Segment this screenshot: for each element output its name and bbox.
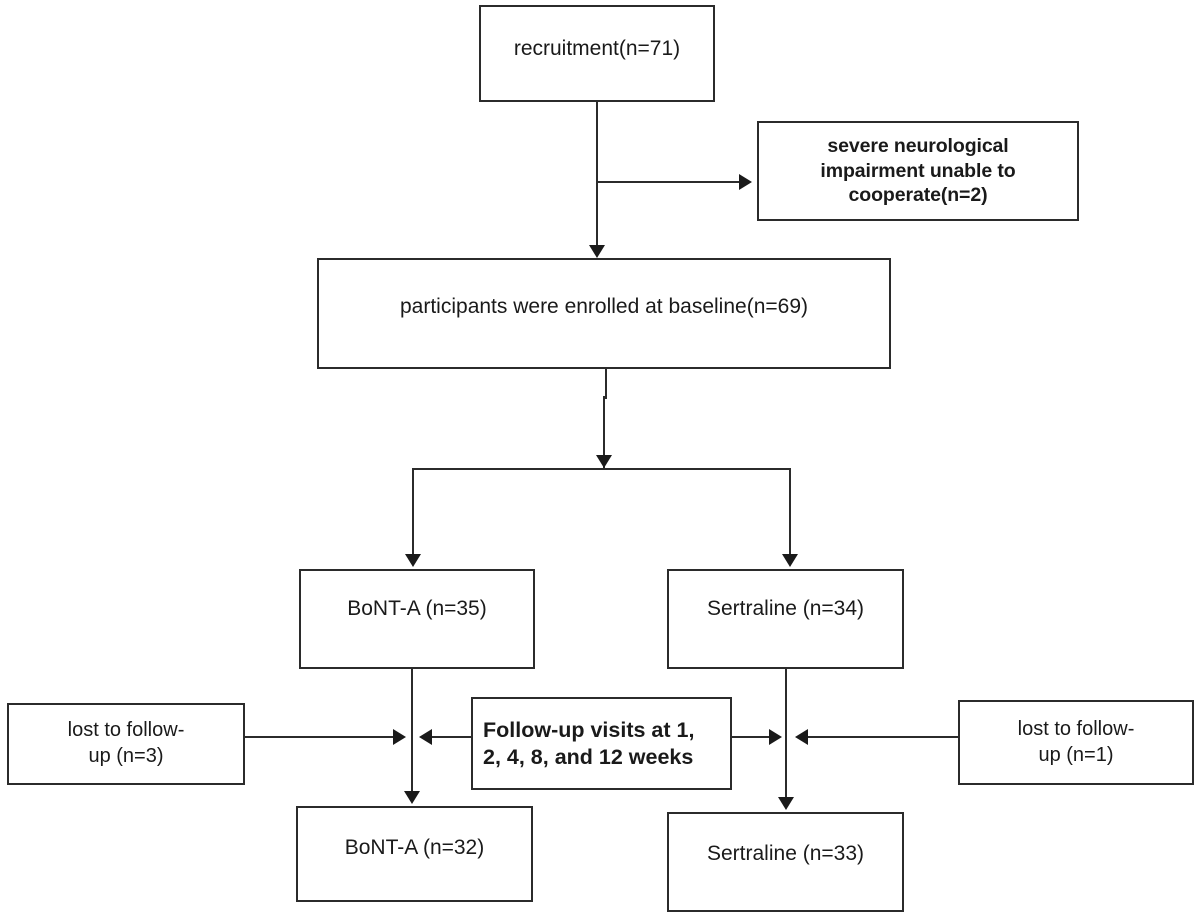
node-outcome-sertraline-label: Sertraline (n=33)	[707, 841, 864, 865]
edge-lost-left-to-path	[245, 736, 393, 738]
arrowhead-recruitment-to-baseline	[589, 245, 605, 258]
node-followup-visits: Follow-up visits at 1, 2, 4, 8, and 12 w…	[471, 697, 732, 790]
node-lost-to-followup-left: lost to follow- up (n=3)	[7, 703, 245, 785]
edge-split-to-arm-bont-a	[412, 468, 414, 557]
arrowhead-followup-to-left-path	[419, 729, 432, 745]
node-lost-to-followup-left-label: lost to follow- up (n=3)	[67, 719, 185, 767]
node-followup-visits-label: Follow-up visits at 1, 2, 4, 8, and 12 w…	[483, 718, 695, 769]
edge-recruitment-to-excluded	[597, 181, 739, 183]
node-arm-sertraline-label: Sertraline (n=34)	[707, 596, 864, 620]
node-recruitment: recruitment(n=71)	[479, 5, 715, 102]
node-outcome-bont-a: BoNT-A (n=32)	[296, 806, 533, 902]
node-baseline-enrolled-label: participants were enrolled at baseline(n…	[400, 295, 808, 319]
edge-recruitment-to-baseline	[596, 102, 598, 247]
node-recruitment-label: recruitment(n=71)	[513, 37, 681, 61]
edge-arm-bont-a-to-outcome	[411, 669, 413, 794]
arrowhead-lost-left-to-path	[393, 729, 406, 745]
node-baseline-enrolled: participants were enrolled at baseline(n…	[317, 258, 891, 369]
arrowhead-lost-right-to-path	[795, 729, 808, 745]
arrowhead-split-to-arm-bont-a	[405, 554, 421, 567]
edge-followup-to-right-path	[732, 736, 770, 738]
node-lost-to-followup-right-label: lost to follow- up (n=1)	[1017, 717, 1135, 766]
arrowhead-recruitment-to-excluded	[739, 174, 752, 190]
arrowhead-followup-to-right-path	[769, 729, 782, 745]
arrowhead-baseline-split	[596, 455, 612, 468]
arrowhead-arm-bont-a-to-outcome	[404, 791, 420, 804]
arrowhead-split-to-arm-sertraline	[782, 554, 798, 567]
edge-arm-sertraline-to-outcome	[785, 668, 787, 800]
node-excluded-label: severe neurological impairment unable to…	[820, 134, 1016, 207]
edge-followup-to-left-path	[432, 736, 472, 738]
node-arm-sertraline: Sertraline (n=34)	[667, 569, 904, 669]
node-arm-bont-a-label: BoNT-A (n=35)	[347, 596, 487, 620]
edge-baseline-trunk-lower	[603, 396, 605, 468]
node-outcome-sertraline: Sertraline (n=33)	[667, 812, 904, 912]
edge-split-bar	[412, 468, 791, 470]
edge-lost-right-to-path	[800, 736, 958, 738]
edge-split-to-arm-sertraline	[789, 468, 791, 557]
node-lost-to-followup-right: lost to follow- up (n=1)	[958, 700, 1194, 785]
node-outcome-bont-a-label: BoNT-A (n=32)	[344, 835, 485, 859]
node-arm-bont-a: BoNT-A (n=35)	[299, 569, 535, 669]
edge-baseline-trunk	[605, 369, 607, 399]
node-excluded: severe neurological impairment unable to…	[757, 121, 1079, 221]
arrowhead-arm-sertraline-to-outcome	[778, 797, 794, 810]
